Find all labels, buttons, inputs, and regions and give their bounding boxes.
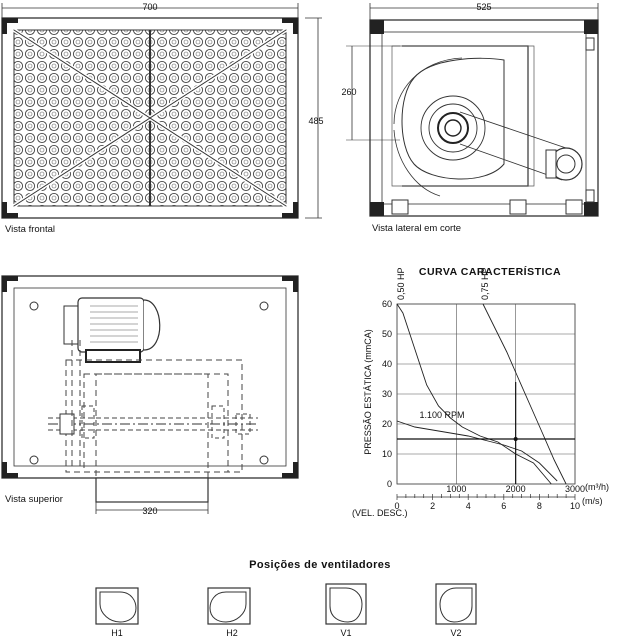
chart-ylabel: PRESSÃO ESTÁTICA (mmCA) bbox=[363, 329, 373, 455]
front-view-caption: Vista frontal bbox=[5, 224, 55, 235]
front-height-dim: 485 bbox=[308, 116, 323, 126]
x2-tick-label: 8 bbox=[537, 501, 542, 511]
position-v2-label: V2 bbox=[450, 628, 461, 638]
position-h1-label: H1 bbox=[111, 628, 123, 638]
y-tick-label: 20 bbox=[382, 419, 392, 429]
position-v2-diagram: V2 bbox=[435, 583, 477, 638]
x2-tick-label: 6 bbox=[501, 501, 506, 511]
y-tick-label: 10 bbox=[382, 449, 392, 459]
top-view: 320 Vista superior bbox=[1, 275, 299, 516]
y-tick-label: 30 bbox=[382, 389, 392, 399]
front-view: 700 485 Vista frontal bbox=[1, 2, 324, 235]
annotation-1100-rpm: 1.100 RPM bbox=[420, 410, 465, 420]
chart-x-unit: (m³/h) bbox=[585, 482, 609, 492]
side-height-dim: 260 bbox=[341, 87, 356, 97]
x2-tick-label: 10 bbox=[570, 501, 580, 511]
series-label-0-50hp: 0,50 HP bbox=[396, 267, 406, 300]
top-width-dim: 320 bbox=[142, 506, 157, 516]
y-tick-label: 40 bbox=[382, 359, 392, 369]
y-tick-label: 60 bbox=[382, 299, 392, 309]
side-view-caption: Vista lateral em corte bbox=[372, 223, 461, 234]
characteristic-curve-chart: CURVA CARACTERÍSTICA PRESSÃO ESTÁTICA (m… bbox=[352, 265, 609, 518]
series-line-3 bbox=[396, 420, 558, 482]
series-label-0-75hp: 0,75 HP bbox=[480, 267, 490, 300]
chart-x2-label: (VEL. DESC.) bbox=[352, 508, 408, 518]
chart-title: CURVA CARACTERÍSTICA bbox=[419, 265, 561, 278]
x2-tick-label: 0 bbox=[394, 501, 399, 511]
chart-grid bbox=[396, 303, 576, 485]
y-tick-label: 50 bbox=[382, 329, 392, 339]
top-view-caption: Vista superior bbox=[5, 494, 63, 505]
chart-series bbox=[396, 303, 575, 485]
side-view: 525 260 Vista lateral em corte bbox=[341, 2, 599, 234]
x2-tick-label: 4 bbox=[466, 501, 471, 511]
operating-point bbox=[513, 437, 518, 441]
fan-positions: Posições de ventiladores H1 H2 V1 V2 bbox=[95, 559, 477, 638]
chart-x2-unit: (m/s) bbox=[582, 496, 603, 506]
position-h2-label: H2 bbox=[226, 628, 238, 638]
position-h1-diagram: H1 bbox=[95, 587, 139, 638]
position-h2-diagram: H2 bbox=[207, 587, 251, 638]
x-tick-label: 2000 bbox=[506, 484, 526, 494]
positions-title: Posições de ventiladores bbox=[249, 559, 391, 571]
side-width-dim: 525 bbox=[476, 2, 491, 12]
x-tick-label: 1000 bbox=[446, 484, 466, 494]
front-width-dim: 700 bbox=[142, 2, 157, 12]
x2-tick-label: 2 bbox=[430, 501, 435, 511]
series-line-1 bbox=[396, 303, 552, 485]
series-line-2 bbox=[482, 303, 567, 485]
x-tick-label: 3000 bbox=[565, 484, 585, 494]
chart-axes bbox=[396, 494, 576, 500]
position-v1-label: V1 bbox=[340, 628, 351, 638]
y-tick-label: 0 bbox=[387, 479, 392, 489]
position-v1-diagram: V1 bbox=[325, 583, 367, 638]
chart-ticks: 0 10 20 30 40 50 60 1000 2000 3000 0 2 4 6 8 10 0,50 HP 0… bbox=[382, 267, 585, 511]
